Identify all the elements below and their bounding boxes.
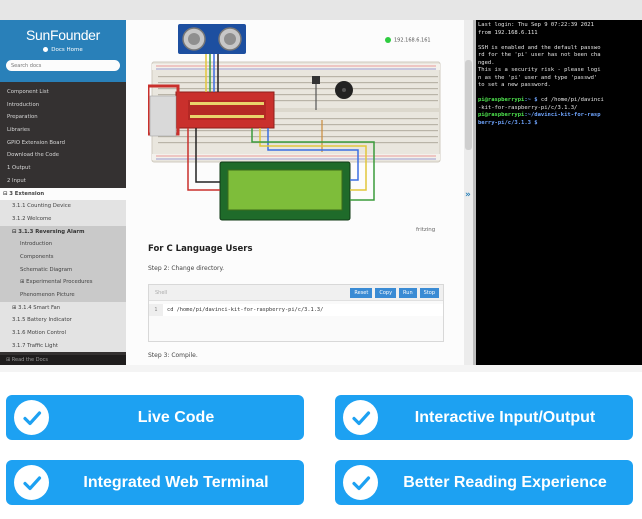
prompt-path: :~/davinci-kit-for-rasp — [524, 112, 601, 118]
feature-reading-experience: Better Reading Experience — [335, 460, 633, 505]
docs-home-link[interactable]: Docs Home — [0, 47, 126, 53]
doc-scrollbar-track[interactable] — [464, 20, 473, 365]
copy-button[interactable]: Copy — [375, 288, 397, 298]
ip-address: 192.168.6.161 — [394, 37, 431, 44]
home-icon — [43, 47, 49, 52]
reset-button[interactable]: Reset — [350, 288, 373, 298]
section-title: For C Language Users — [148, 244, 253, 254]
sidebar-item-gpio-extension-board[interactable]: GPIO Extension Board — [7, 139, 65, 146]
expand-arrows-icon[interactable]: » — [465, 190, 471, 200]
sidebar-item-libraries[interactable]: Libraries — [7, 127, 30, 134]
terminal-line: from 192.168.6.111 — [478, 29, 538, 36]
connected-status-icon — [385, 37, 391, 43]
terminal-line: -kit-for-raspberry-pi/c/3.1.3/ — [478, 104, 578, 111]
code-button-group: Reset Copy Run Stop — [350, 288, 439, 298]
sidebar-nav-list: Component List Introduction Preparation … — [0, 82, 126, 353]
web-terminal[interactable]: Last login: Thu Sep 9 07:22:39 2021 from… — [476, 20, 642, 365]
feature-label: Live Code — [137, 409, 215, 426]
feature-interactive-io: Interactive Input/Output — [335, 395, 633, 440]
stop-button[interactable]: Stop — [419, 288, 439, 298]
terminal-line: to set a new password. — [478, 82, 551, 88]
terminal-line: nged. — [478, 59, 495, 66]
feature-live-code: Live Code — [6, 395, 304, 440]
step-2-text: Step 2: Change directory. — [148, 265, 225, 272]
code-language: Shell — [155, 290, 168, 296]
terminal-prompt-line: pi@raspberrypi:~ $ cd /home/pi/davinci — [478, 97, 640, 105]
sidebar-item-component-list[interactable]: Component List — [7, 89, 49, 95]
check-circle-icon — [14, 465, 49, 500]
doc-scrollbar-thumb[interactable] — [465, 60, 472, 150]
sunfounder-logo[interactable]: SunFounder — [25, 27, 101, 43]
feature-label: Better Reading Experience — [403, 474, 607, 491]
pane-splitter[interactable] — [473, 20, 476, 365]
code-text[interactable]: cd /home/pi/davinci-kit-for-raspberry-pi… — [167, 307, 324, 313]
sidebar-item-welcome[interactable]: 3.1.2 Welcome — [0, 212, 126, 226]
check-circle-icon — [343, 465, 378, 500]
sidebar-item-ra-phenomenon[interactable]: Phenomenon Picture — [0, 289, 126, 302]
prompt-path: :~ $ — [524, 97, 538, 103]
prompt-user: pi@raspberrypi — [478, 97, 525, 103]
terminal-line: Last login: Thu Sep 9 07:22:39 2021 — [478, 22, 594, 28]
browser-top-band — [0, 0, 642, 20]
terminal-line — [478, 37, 640, 45]
sidebar-item-reversing-alarm[interactable]: ⊟ 3.1.3 Reversing Alarm — [0, 225, 126, 239]
docs-sidebar: SunFounder Docs Home Component List Intr… — [0, 20, 126, 365]
feature-label: Interactive Input/Output — [414, 409, 596, 426]
ip-status: 192.168.6.161 — [385, 37, 431, 44]
code-toolbar: Shell Reset Copy Run Stop — [149, 285, 443, 301]
search-input[interactable] — [6, 60, 120, 71]
feature-label: Integrated Web Terminal — [83, 474, 269, 491]
code-block: Shell Reset Copy Run Stop 1 cd /home/pi/… — [148, 284, 444, 342]
terminal-line: rd for the 'pi' user has not been cha — [478, 52, 601, 58]
check-circle-icon — [343, 400, 378, 435]
sidebar-item-download-code[interactable]: Download the Code — [7, 152, 59, 159]
docs-home-label: Docs Home — [51, 47, 83, 53]
sidebar-item-ra-schematic[interactable]: Schematic Diagram — [0, 263, 126, 277]
sidebar-item-ra-introduction[interactable]: Introduction — [0, 238, 126, 251]
read-the-docs-footer[interactable]: ⊞ Read the Docs — [0, 355, 126, 365]
sidebar-item-traffic-light[interactable]: 3.1.7 Traffic Light — [0, 339, 126, 353]
terminal-line: berry-pi/c/3.1.3 $ — [478, 119, 538, 126]
sidebar-item-introduction[interactable]: Introduction — [7, 101, 40, 108]
sidebar-item-preparation[interactable]: Preparation — [7, 114, 38, 121]
step-3-text: Step 3: Compile. — [148, 352, 198, 359]
sidebar-item-output[interactable]: 1 Output — [7, 165, 31, 172]
run-button[interactable]: Run — [399, 288, 417, 298]
terminal-line: n as the 'pi' user and type 'passwd' — [478, 74, 598, 81]
sidebar-item-input[interactable]: 2 Input — [7, 177, 26, 184]
terminal-line: SSH is enabled and the default passwo — [478, 44, 601, 51]
fritzing-label: fritzing — [416, 227, 436, 233]
prompt-command: cd /home/pi/davinci — [537, 97, 604, 103]
sidebar-item-extension[interactable]: ⊟ 3 Extension — [0, 187, 126, 201]
terminal-line: This is a security risk - please logi — [478, 67, 601, 73]
terminal-prompt-line: pi@raspberrypi:~/davinci-kit-for-rasp — [478, 112, 640, 120]
sidebar-item-smart-fan[interactable]: ⊞ 3.1.4 Smart Fan — [0, 301, 126, 315]
terminal-line — [478, 90, 640, 98]
wiring-diagram — [148, 24, 441, 221]
check-circle-icon — [14, 400, 49, 435]
sidebar-item-motion-control[interactable]: 3.1.6 Motion Control — [0, 327, 126, 340]
sidebar-item-ra-components[interactable]: Components — [0, 250, 126, 264]
sidebar-item-counting-device[interactable]: 3.1.1 Counting Device — [0, 200, 126, 213]
sidebar-header: SunFounder Docs Home — [0, 20, 126, 82]
sidebar-item-battery-indicator[interactable]: 3.1.5 Battery Indicator — [0, 314, 126, 328]
code-editor-line[interactable]: 1 cd /home/pi/davinci-kit-for-raspberry-… — [149, 304, 443, 316]
line-number: 1 — [149, 304, 163, 316]
screenshot-area: SunFounder Docs Home Component List Intr… — [0, 0, 642, 372]
prompt-user: pi@raspberrypi — [478, 112, 525, 118]
feature-web-terminal: Integrated Web Terminal — [6, 460, 304, 505]
sidebar-item-ra-procedures[interactable]: ⊞ Experimental Procedures — [0, 276, 126, 289]
